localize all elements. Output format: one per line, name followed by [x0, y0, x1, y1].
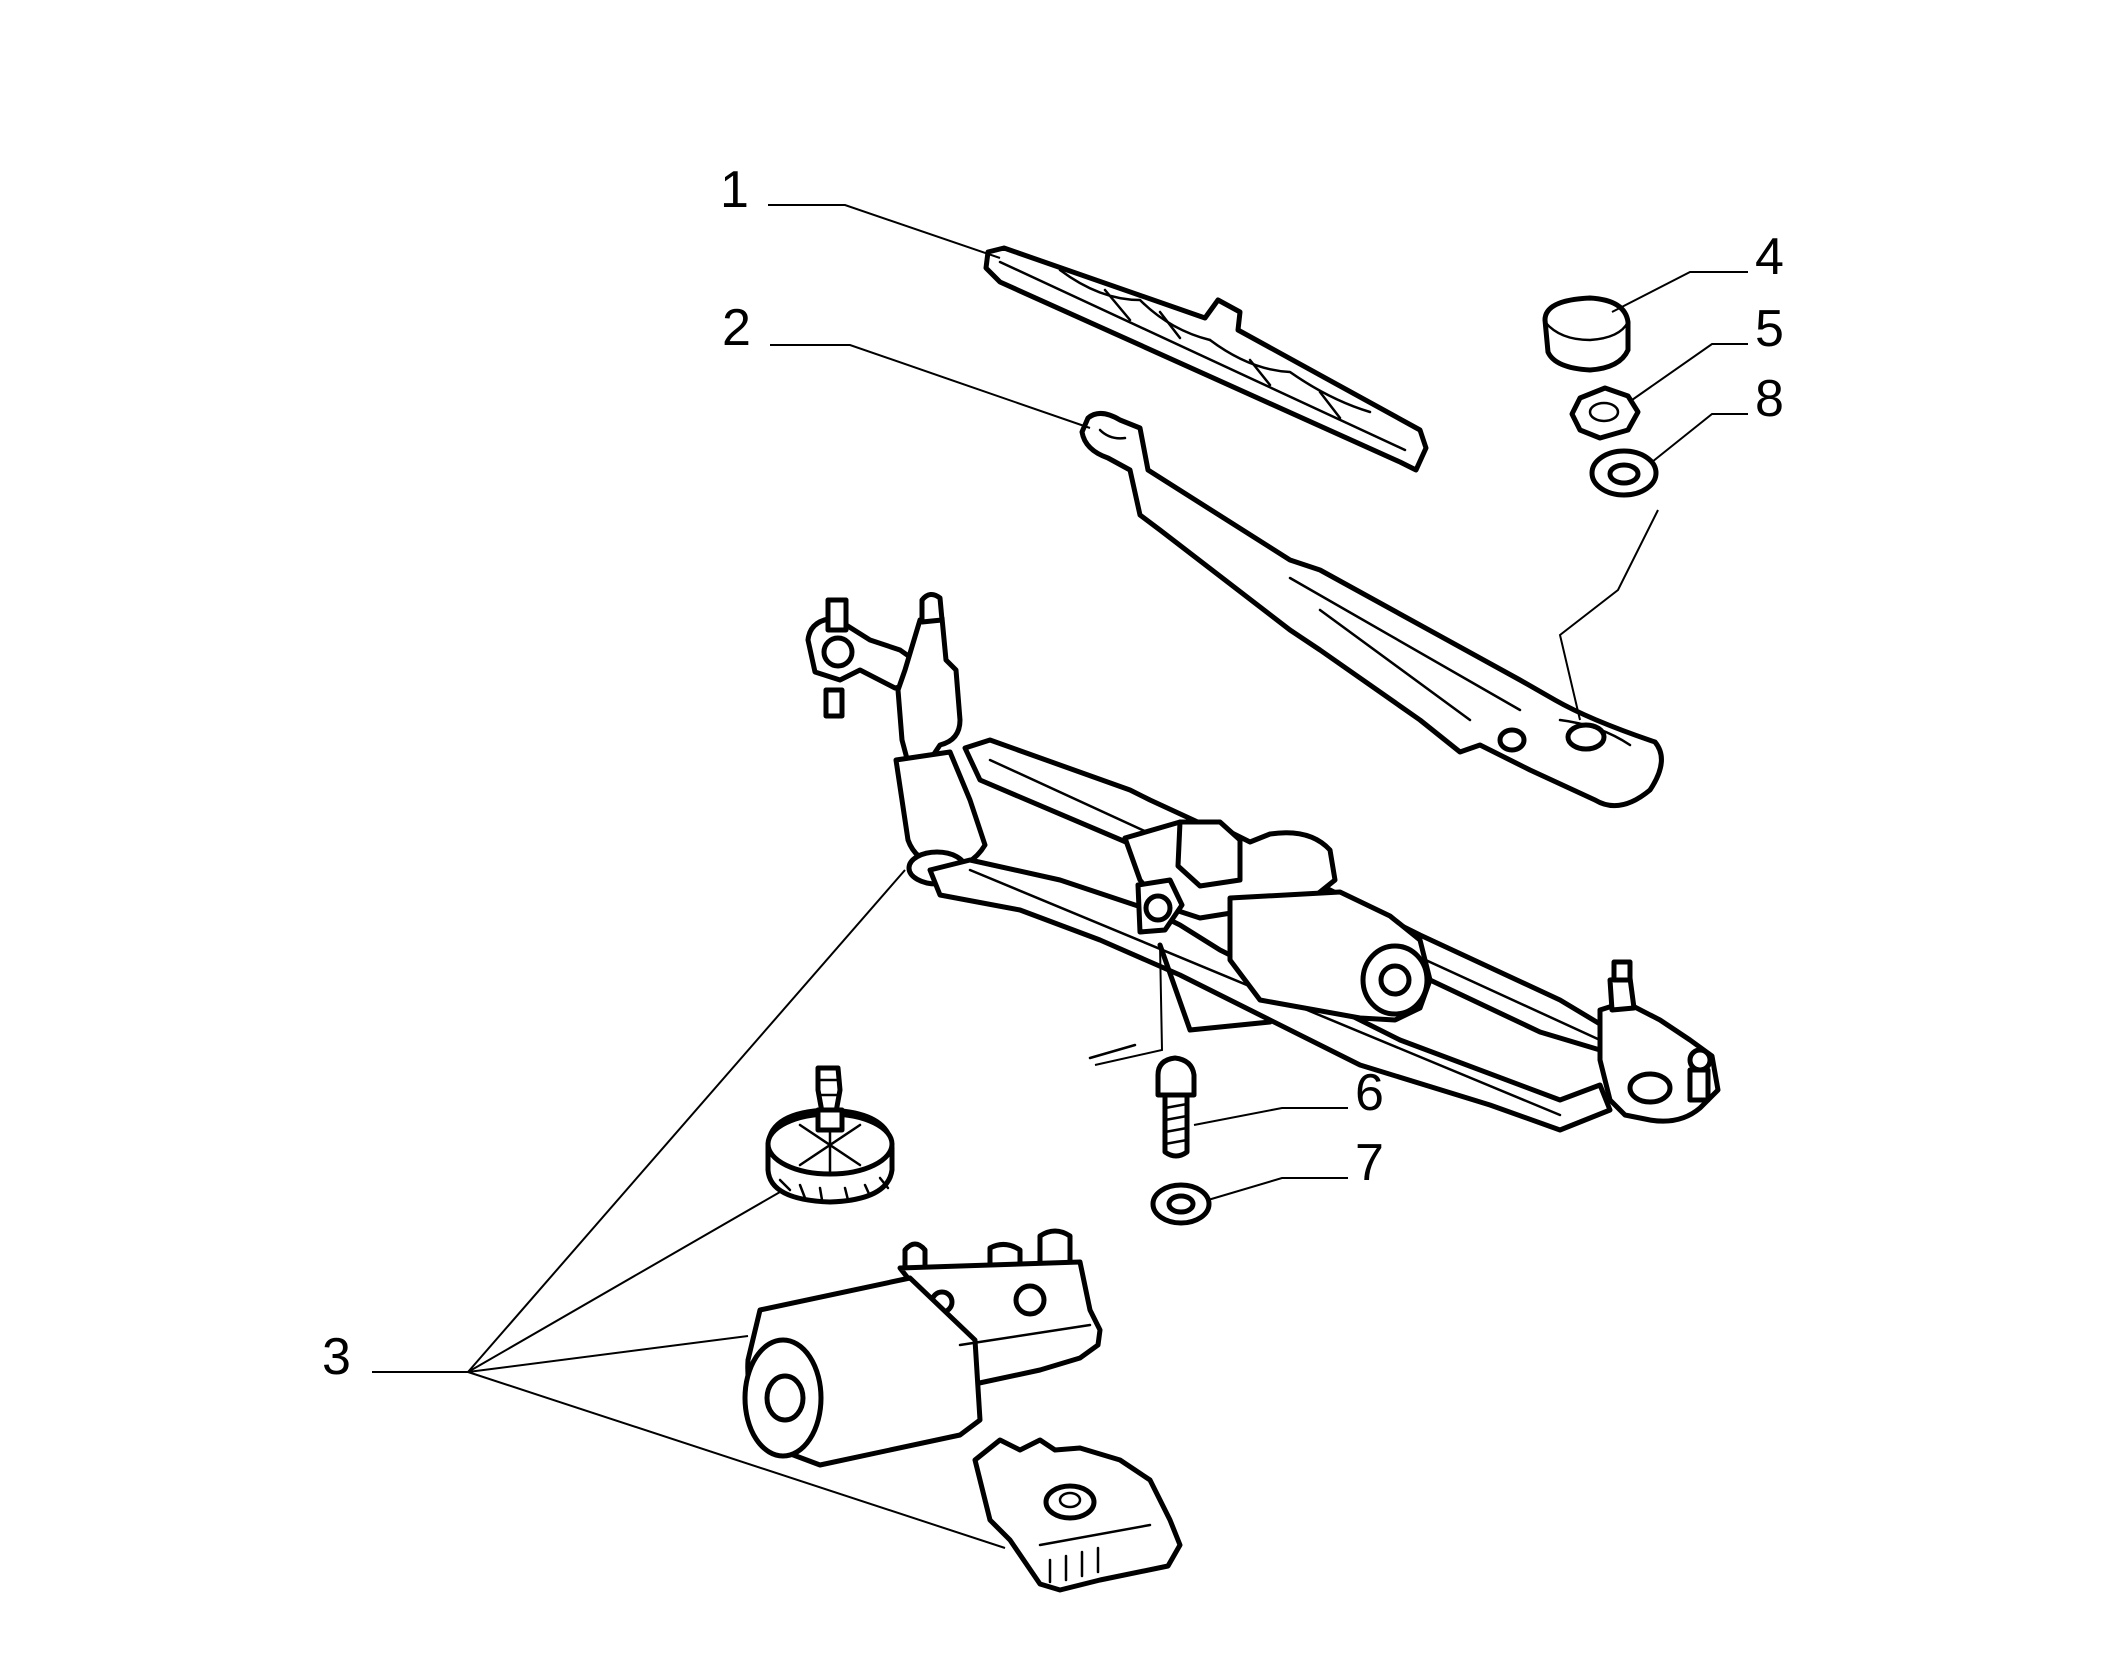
- wiper-arm: [1079, 411, 1664, 809]
- hex-nut: [1569, 385, 1641, 441]
- connector-housing: [972, 1437, 1183, 1593]
- callout-7: 7: [1355, 1134, 1384, 1192]
- wiper-motor: [742, 1228, 1103, 1468]
- washer-upper: [1589, 448, 1659, 498]
- callout-5: 5: [1755, 300, 1784, 358]
- callout-6: 6: [1355, 1064, 1384, 1122]
- wiper-blade: [983, 245, 1429, 473]
- callout-4: 4: [1755, 228, 1784, 286]
- callout-8: 8: [1755, 370, 1784, 428]
- bolt: [1155, 1055, 1197, 1159]
- callout-1: 1: [720, 161, 749, 219]
- callout-3: 3: [322, 1328, 351, 1386]
- callout-labels: 1 2 3 4 5 6 7 8: [322, 161, 1784, 1386]
- washer-lower: [1150, 1182, 1212, 1226]
- wiper-linkage-assembly: [805, 592, 1721, 1133]
- cap-nut-cover: [1542, 295, 1631, 373]
- gear-wheel: [765, 1065, 895, 1205]
- callout-2: 2: [722, 299, 751, 357]
- leader-lines: [372, 204, 1748, 1549]
